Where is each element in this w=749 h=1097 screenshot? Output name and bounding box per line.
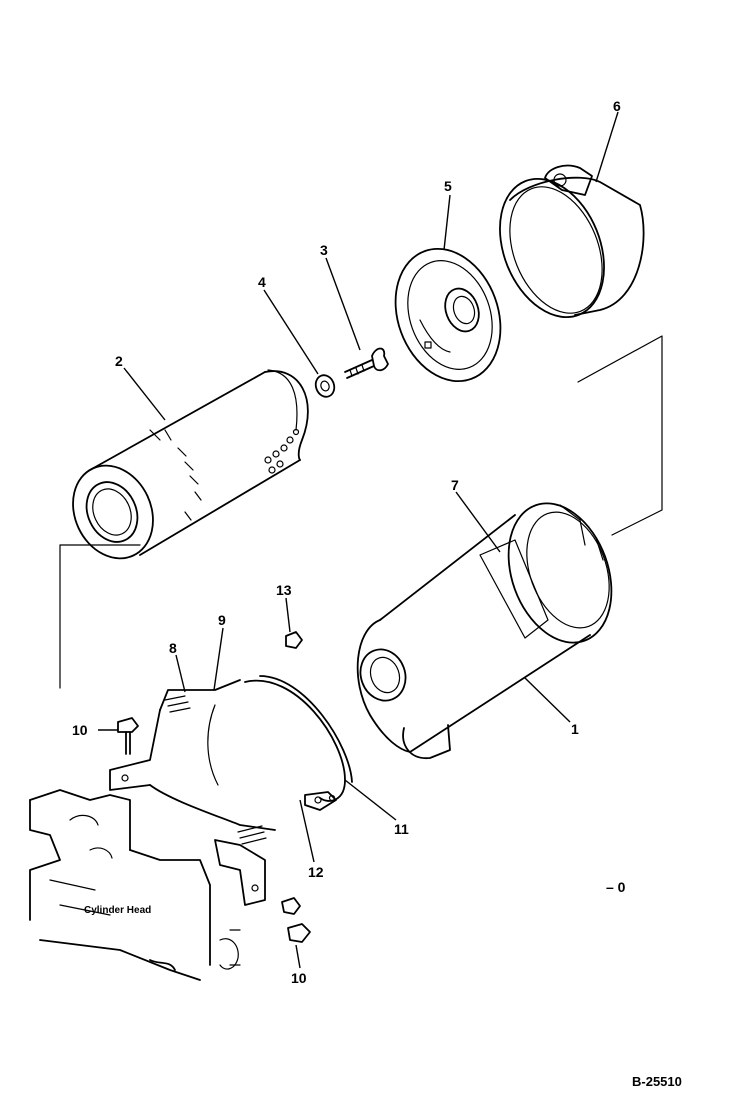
leader-lines — [98, 111, 619, 969]
callout-4: 4 — [258, 274, 266, 290]
assembly-guide-lines — [59, 335, 663, 689]
callout-5: 5 — [444, 178, 452, 194]
callout-10-upper: 10 — [72, 722, 88, 738]
callout-labels: 6 5 3 4 2 7 13 9 8 10 1 11 12 10 — [72, 98, 621, 986]
part-8-bracket — [109, 679, 276, 906]
part-10-bolt-lower — [281, 897, 311, 943]
callout-3: 3 — [320, 242, 328, 258]
part-3-wing-bolt — [344, 347, 389, 379]
part-5-cover — [394, 247, 502, 383]
cylinder-head-label: Cylinder Head — [84, 905, 151, 916]
callout-13: 13 — [276, 582, 292, 598]
part-6-clamp-band — [499, 164, 645, 319]
callout-7: 7 — [451, 477, 459, 493]
part-1-air-cleaner-body — [356, 502, 613, 759]
revision-mark: – 0 — [606, 879, 626, 895]
callout-9: 9 — [218, 612, 226, 628]
callout-1: 1 — [571, 721, 579, 737]
figure-code: B-25510 — [632, 1074, 682, 1089]
callout-10-lower: 10 — [291, 970, 307, 986]
cylinder-head-sketch — [29, 789, 241, 981]
part-2-filter-element — [72, 369, 309, 560]
callout-2: 2 — [115, 353, 123, 369]
callout-8: 8 — [169, 640, 177, 656]
callout-6: 6 — [613, 98, 621, 114]
part-11-band-clamp — [244, 675, 353, 811]
part-10-bolt-upper — [117, 717, 139, 755]
part-13-nut — [285, 631, 303, 649]
callout-12: 12 — [308, 864, 324, 880]
callout-11: 11 — [394, 821, 409, 837]
part-4-washer — [314, 374, 336, 398]
